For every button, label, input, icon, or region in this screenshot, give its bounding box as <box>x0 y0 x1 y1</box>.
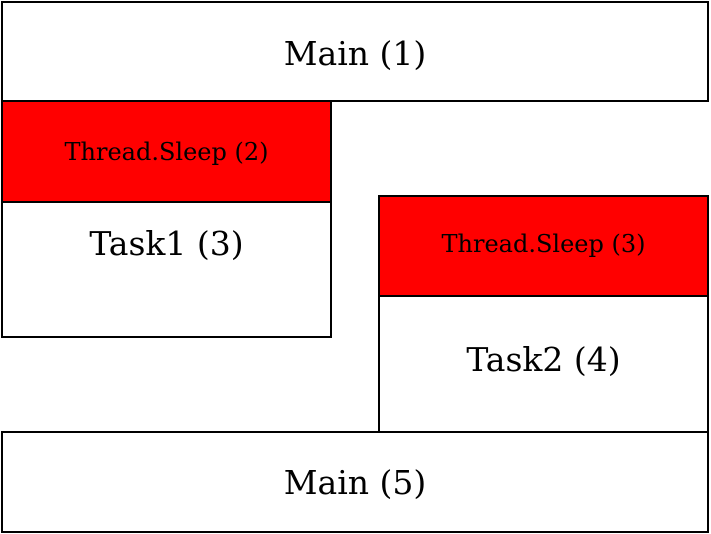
thread-sleep-1-label: Thread.Sleep (2) <box>64 138 269 166</box>
main-block-1-label: Main (1) <box>283 34 427 73</box>
task2-label: Task2 (4) <box>466 340 621 379</box>
thread-sleep-2-label: Thread.Sleep (3) <box>441 230 646 258</box>
thread-sleep-block-2: Thread.Sleep (3) <box>378 195 709 297</box>
main-block-5: Main (5) <box>1 431 709 533</box>
thread-sleep-block-1: Thread.Sleep (2) <box>1 100 332 203</box>
main-block-5-label: Main (5) <box>283 463 427 502</box>
main-block-1: Main (1) <box>1 1 709 102</box>
task1-label: Task1 (3) <box>89 224 244 263</box>
